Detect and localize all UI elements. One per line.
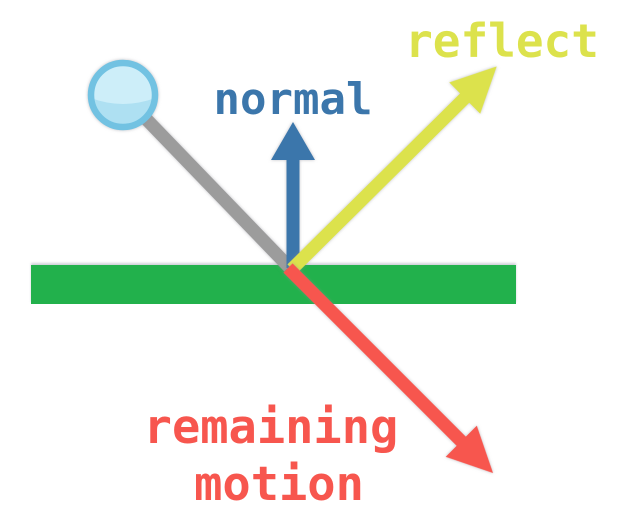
normal-vector-arrowhead [271,122,315,160]
reflect-label: reflect [405,14,599,68]
ball-outline [87,59,159,131]
normal-label: normal [214,74,373,125]
remaining-motion-label-line2: motion [194,457,364,512]
reflect-vector-arrow [287,66,497,274]
remaining-motion-label: remaining motion [144,400,399,512]
incoming-path-line [118,90,294,272]
surface-bar [31,265,516,304]
reflect-vector-arrowhead [449,66,497,114]
ball [87,59,159,131]
remaining-motion-label-line1: remaining [144,400,399,455]
remaining-motion-vector-arrow [283,263,494,474]
remaining-motion-vector-shaft [283,263,468,448]
normal-vector-arrow [271,122,315,268]
reflect-vector-shaft [287,88,475,274]
remaining-motion-vector-arrowhead [445,425,494,474]
